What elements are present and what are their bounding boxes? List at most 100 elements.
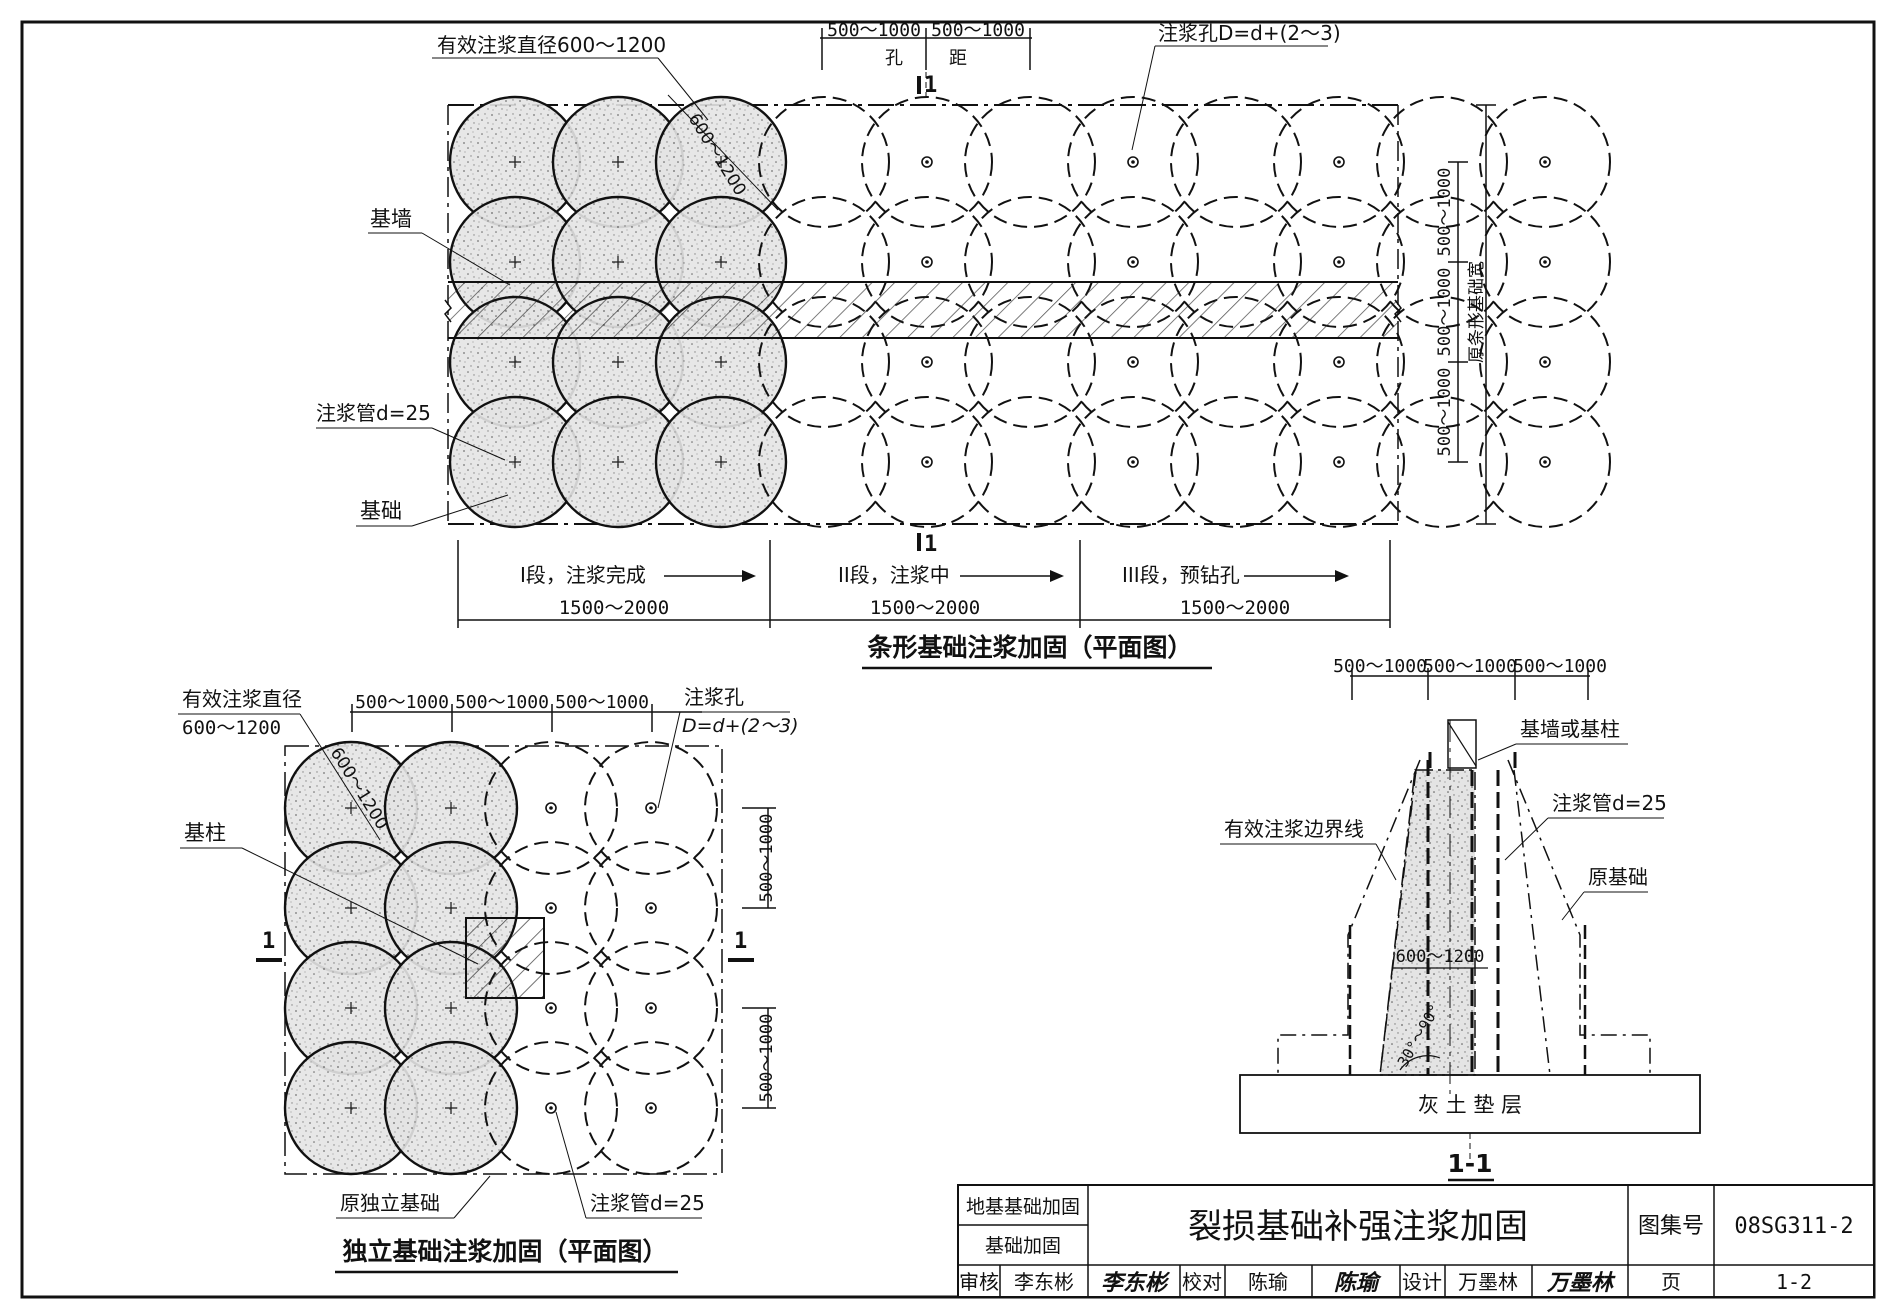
grout-hole-mark: [645, 802, 657, 814]
strip-title: 条形基础注浆加固（平面图）: [867, 633, 1192, 662]
iso-right-dim-2: 500～1000: [757, 1014, 777, 1103]
planned-grout-circle: [758, 396, 890, 528]
strip-left-labels: 基墙 注浆管d=25 基础: [316, 207, 511, 527]
strip-eff-diameter: 有效注浆直径600～1200: [437, 33, 666, 57]
grout-hole-mark: [645, 1102, 657, 1114]
planned-grout-circle: [484, 1041, 618, 1175]
iso-pipe-label: 注浆管d=25: [590, 1191, 705, 1215]
planned-grout-circle: [484, 841, 618, 975]
planned-grout-circle: [1067, 396, 1199, 528]
grout-pipe-mark: [612, 356, 624, 368]
tb-check-label: 校对: [1182, 1270, 1222, 1294]
grout-pipe-mark: [715, 456, 727, 468]
iso-hole-label-1: 注浆孔: [684, 685, 744, 709]
tb-review-label: 审核: [959, 1270, 999, 1294]
grout-hole-mark: [545, 1102, 557, 1114]
iso-section-mark-left: 1: [262, 929, 275, 954]
grout-hole-mark: [1127, 256, 1139, 268]
planned-grout-circle: [1376, 396, 1508, 528]
iso-top-dim-1: 500～1000: [355, 692, 449, 713]
planned-grout-circle: [1376, 96, 1508, 228]
grout-pipe-mark: [445, 1002, 457, 1014]
tb-design-label: 设计: [1402, 1270, 1442, 1294]
tb-reviewer: 李东彬: [1014, 1270, 1074, 1294]
grout-pipe-mark: [509, 456, 521, 468]
grout-pipe-mark: [345, 1002, 357, 1014]
strip-right-dim-3: 500～1000: [1435, 368, 1455, 457]
grout-pipe-mark: [612, 156, 624, 168]
grout-hole-mark: [1539, 156, 1551, 168]
planned-grout-circle: [1067, 96, 1199, 228]
grout-hole-mark: [545, 802, 557, 814]
isolated-plan: [283, 740, 723, 1176]
grout-hole-mark: [1127, 156, 1139, 168]
planned-grout-circle: [1273, 196, 1405, 328]
planned-grout-circle: [964, 196, 1096, 328]
tb-cat1: 地基基础加固: [966, 1196, 1080, 1218]
tb-main-title: 裂损基础补强注浆加固: [1188, 1207, 1528, 1247]
planned-grout-circle: [584, 741, 718, 875]
planned-grout-circle: [1170, 96, 1302, 228]
planned-grout-circle: [1273, 96, 1405, 228]
grout-hole-mark: [645, 902, 657, 914]
section-boundary-label: 有效注浆边界线: [1224, 817, 1364, 841]
sheet-border: [20, 20, 1876, 1299]
planned-grout-circle: [861, 396, 993, 528]
planned-grout-circle: [484, 741, 618, 875]
grout-hole-mark: [1539, 256, 1551, 268]
strip-foundation-label: 基础: [360, 499, 402, 523]
grout-hole-mark: [1127, 456, 1139, 468]
tb-check-sig: 陈瑜: [1334, 1270, 1382, 1296]
grout-pipe-mark: [445, 902, 457, 914]
title-block: 地基基础加固 基础加固 裂损基础补强注浆加固 图集号 08SG311-2 审核 …: [957, 1184, 1875, 1298]
strip-right-dim-2: 500～1000: [1435, 268, 1455, 357]
strip-width-label: 原条形基础宽: [1467, 261, 1487, 363]
strip-wall-label: 基墙: [370, 207, 412, 231]
section-title: 1-1: [1447, 1149, 1492, 1178]
tb-atlas-label: 图集号: [1638, 1214, 1704, 1239]
strip-right-dims: 500～1000 500～1000 500～1000 原条形基础宽: [1435, 104, 1496, 525]
planned-grout-circle: [1479, 296, 1611, 428]
grout-hole-mark: [545, 902, 557, 914]
grout-hole-mark: [921, 456, 933, 468]
grout-hole-mark: [645, 1002, 657, 1014]
strip-plan: [444, 95, 1611, 529]
strip-kong: 孔: [885, 48, 903, 69]
tb-atlas-no: 08SG311-2: [1734, 1214, 1853, 1239]
stage-3-label: III段，预钻孔: [1122, 563, 1240, 587]
planned-grout-circle: [1479, 196, 1611, 328]
grout-hole-mark: [1127, 356, 1139, 368]
grout-pipe-mark: [509, 156, 521, 168]
strip-section-mark-bottom: 1: [924, 532, 937, 557]
planned-grout-circle: [758, 196, 890, 328]
tb-checker: 陈瑜: [1248, 1270, 1288, 1294]
planned-grout-circle: [584, 841, 718, 975]
strip-ju: 距: [949, 48, 967, 69]
grout-pipe-mark: [445, 1102, 457, 1114]
isolated-annotations: 有效注浆直径 600～1200 600～1200 500～1000 500～10…: [178, 685, 799, 1219]
stage-3-length: 1500～2000: [1180, 597, 1291, 619]
planned-grout-circle: [484, 941, 618, 1075]
grout-hole-mark: [921, 356, 933, 368]
grout-pipe-mark: [715, 256, 727, 268]
iso-eff-diameter-2: 600～1200: [182, 717, 281, 739]
planned-grout-circle: [758, 96, 890, 228]
section-top-dim-1: 500～1000: [1333, 656, 1427, 677]
stage-1-length: 1500～2000: [559, 597, 670, 619]
grout-pipe-mark: [345, 1102, 357, 1114]
grout-pipe-mark: [345, 802, 357, 814]
grout-pipe-mark: [612, 456, 624, 468]
tb-cat2: 基础加固: [985, 1235, 1061, 1257]
strip-pipe-label: 注浆管d=25: [316, 401, 431, 425]
planned-grout-circle: [1479, 396, 1611, 528]
grout-pipe-mark: [612, 256, 624, 268]
iso-top-dim-3: 500～1000: [555, 692, 649, 713]
grout-hole-mark: [921, 256, 933, 268]
planned-grout-circle: [964, 396, 1096, 528]
strip-hole-spacing-left: 500～1000: [827, 20, 921, 41]
grout-pipe-mark: [509, 356, 521, 368]
column-hatch: [466, 918, 544, 998]
strip-section-mark-top: 1: [924, 73, 937, 98]
grout-hole-mark: [921, 156, 933, 168]
